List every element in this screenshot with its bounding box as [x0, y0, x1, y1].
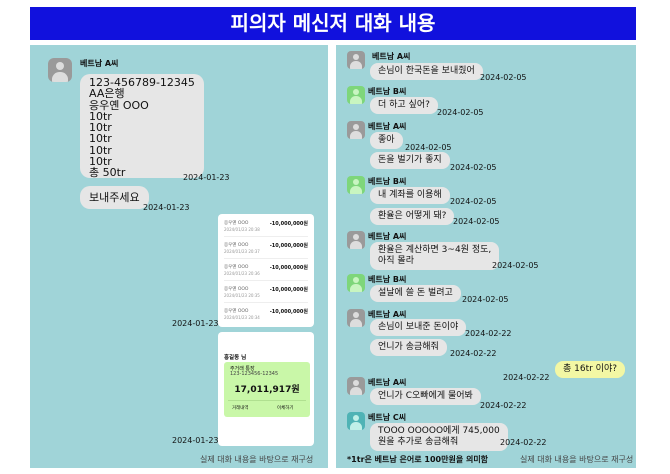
account-owner: 홍길동 님 [224, 355, 247, 361]
timestamp: 2024-01-23 [172, 319, 219, 328]
timestamp: 2024-02-05 [462, 295, 509, 304]
sender-name: 베트남 B씨 [368, 87, 407, 96]
sender-name: 베트남 A씨 [372, 52, 411, 61]
message-bubble: 손님이 보내준 돈이야 [370, 319, 467, 336]
footer-note: 실제 대화 내용을 바탕으로 재구성 [200, 455, 314, 464]
timestamp: 2024-02-05 [453, 217, 500, 226]
account-box: 주거래 통장 123-123456-12345 17,011,917원 거래내역… [224, 362, 310, 417]
timestamp: 2024-02-22 [465, 329, 512, 338]
sender-name: 베트남 A씨 [368, 122, 407, 131]
my-message-bubble: 총 16tr 이야? [555, 361, 626, 378]
timestamp: 2024-02-05 [480, 73, 527, 82]
sender-name: 베트남 B씨 [368, 177, 407, 186]
avatar-icon [347, 412, 365, 430]
sender-name: 베트남 A씨 [368, 378, 407, 387]
sender-name: 베트남 B씨 [368, 275, 407, 284]
avatar-icon [347, 377, 365, 395]
transfer-button[interactable]: 이체하기 [277, 406, 294, 411]
timestamp: 2024-02-05 [450, 163, 497, 172]
message-bubble: 보내주세요 [80, 186, 149, 209]
sender-name: 베트남 C씨 [368, 413, 407, 422]
sender-name: 베트남 A씨 [80, 59, 119, 68]
avatar-icon [347, 274, 365, 292]
timestamp: 2024-02-22 [500, 438, 547, 447]
timestamp: 2024-01-23 [183, 173, 230, 182]
message-bubble: 돈을 벌기가 좋지 [370, 152, 450, 169]
message-bubble: TOOO OOOOO에게 745,000 원을 추가로 송금해줘 [370, 423, 508, 451]
message-bubble: 환율은 어떻게 돼? [370, 208, 455, 225]
timestamp: 2024-02-22 [503, 373, 550, 382]
message-bubble: 손님이 한국돈을 보내줬어 [370, 63, 483, 80]
avatar-icon [347, 309, 365, 327]
page-title: 피의자 메신저 대화 내용 [30, 7, 636, 40]
account-balance: 17,011,917원 [234, 385, 300, 395]
footnote: *1tr은 베트남 은어로 100만원을 의미함 [347, 455, 489, 464]
history-button[interactable]: 거래내역 [232, 406, 249, 411]
timestamp: 2024-02-05 [405, 143, 452, 152]
message-bubble: 설날에 쓸 돈 벌려고 [370, 285, 461, 302]
sender-name: 베트남 A씨 [368, 232, 407, 241]
timestamp: 2024-01-23 [172, 436, 219, 445]
avatar-icon [347, 86, 365, 104]
timestamp: 2024-02-05 [450, 197, 497, 206]
timestamp: 2024-01-23 [143, 203, 190, 212]
message-bubble: 언니가 C오빠에게 물어봐 [370, 388, 481, 405]
message-bubble: 내 계좌를 이용해 [370, 187, 450, 204]
account-number: 123-123456-12345 [230, 371, 279, 377]
footer-note: 실제 대화 내용을 바탕으로 재구성 [520, 455, 634, 464]
message-bubble: 좋아 [370, 132, 403, 149]
avatar-icon [48, 58, 72, 82]
timestamp: 2024-02-22 [480, 401, 527, 410]
message-bubble: 123-456789-12345 AA은행 응우옌 OOO 10tr 10tr … [80, 74, 204, 179]
account-type: 주거래 통장 [230, 366, 255, 372]
avatar-icon [347, 51, 365, 69]
timestamp: 2024-02-05 [437, 108, 484, 117]
avatar-icon [347, 176, 365, 194]
avatar-icon [347, 231, 365, 249]
timestamp: 2024-02-22 [450, 349, 497, 358]
avatar-icon [347, 121, 365, 139]
message-bubble: 더 하고 싶어? [370, 97, 438, 114]
message-bubble: 언니가 송금해줘 [370, 339, 447, 356]
message-bubble: 환율은 계산하면 3~4원 정도, 아직 몰라 [370, 242, 500, 270]
timestamp: 2024-02-05 [492, 261, 539, 270]
sender-name: 베트남 A씨 [368, 310, 407, 319]
account-card: 홍길동 님 주거래 통장 123-123456-12345 17,011,917… [218, 332, 314, 446]
